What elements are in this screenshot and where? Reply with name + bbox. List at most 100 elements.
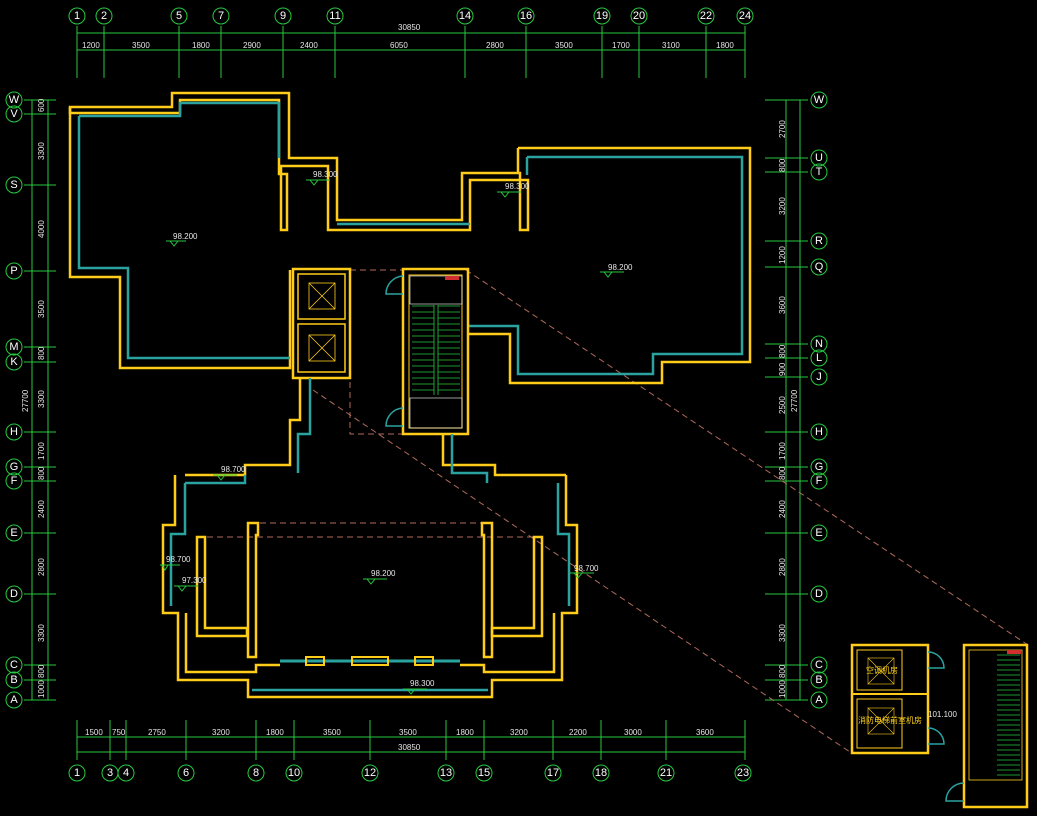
axis-bubble-left[interactable]: B bbox=[5, 671, 23, 689]
level-marker-label: 98.300 bbox=[313, 170, 338, 179]
elevator-core[interactable] bbox=[291, 267, 352, 380]
axis-bubble-top[interactable]: 16 bbox=[517, 7, 535, 25]
axis-bubble-right[interactable]: A bbox=[810, 691, 828, 709]
stair-tread-group bbox=[997, 654, 1020, 776]
axis-bubble-left[interactable]: V bbox=[5, 105, 23, 123]
axis-bubble-bottom[interactable]: 23 bbox=[734, 764, 752, 782]
axis-bubble-top[interactable]: 11 bbox=[326, 7, 344, 25]
axis-bubble-label: 16 bbox=[520, 10, 532, 22]
axis-bubble-left[interactable]: C bbox=[5, 656, 23, 674]
axis-bubble-top[interactable]: 2 bbox=[95, 7, 113, 25]
axis-bubble-left[interactable]: F bbox=[5, 472, 23, 490]
axis-bubble-right[interactable]: R bbox=[810, 232, 828, 250]
axis-bubble-top[interactable]: 19 bbox=[593, 7, 611, 25]
axis-bubble-left[interactable]: K bbox=[5, 353, 23, 371]
axis-bubble-label: 7 bbox=[218, 10, 224, 22]
axis-bubble-bottom[interactable]: 17 bbox=[544, 764, 562, 782]
axis-bubble-right[interactable]: G bbox=[810, 458, 828, 476]
axis-bubble-bottom[interactable]: 21 bbox=[657, 764, 675, 782]
axis-bubble-left[interactable]: D bbox=[5, 585, 23, 603]
axis-bubble-label: A bbox=[10, 694, 18, 706]
axis-bubble-top[interactable]: 9 bbox=[274, 7, 292, 25]
axis-bubble-top[interactable]: 24 bbox=[736, 7, 754, 25]
axis-bubble-bottom[interactable]: 18 bbox=[592, 764, 610, 782]
left-dim-label: 1700 bbox=[37, 442, 46, 460]
top-dim-label: 1200 bbox=[82, 41, 100, 50]
axis-bubble-top[interactable]: 22 bbox=[697, 7, 715, 25]
axis-bubble-bottom[interactable]: 15 bbox=[475, 764, 493, 782]
door-swing-icon[interactable] bbox=[927, 651, 945, 669]
door-swing-icon[interactable] bbox=[385, 275, 404, 295]
axis-bubble-right[interactable]: F bbox=[810, 472, 828, 490]
axis-bubble-right[interactable]: L bbox=[810, 349, 828, 367]
axis-bubble-right[interactable]: T bbox=[810, 163, 828, 181]
axis-bubble-label: H bbox=[815, 426, 823, 438]
axis-bubble-top[interactable]: 5 bbox=[170, 7, 188, 25]
level-marker-label: 97.300 bbox=[182, 576, 207, 585]
axis-bubble-label: 12 bbox=[364, 767, 376, 779]
axis-bubble-bottom[interactable]: 6 bbox=[177, 764, 195, 782]
right-axis-bubbles[interactable]: W U T R Q N L J H G F E D C B A bbox=[810, 91, 828, 709]
stair-tread-group bbox=[438, 305, 460, 391]
axis-bubble-bottom[interactable]: 10 bbox=[285, 764, 303, 782]
building-block-south[interactable] bbox=[161, 475, 579, 699]
axis-bubble-right[interactable]: C bbox=[810, 656, 828, 674]
axis-bubble-label: H bbox=[10, 426, 18, 438]
top-axis-bubbles[interactable]: 1 2 5 7 9 11 14 16 19 20 22 24 bbox=[68, 7, 754, 25]
detail-outer-wall bbox=[850, 643, 930, 755]
axis-bubble-left[interactable]: A bbox=[5, 691, 23, 709]
axis-bubble-left[interactable]: M bbox=[5, 338, 23, 356]
axis-bubble-bottom[interactable]: 8 bbox=[247, 764, 265, 782]
right-dim-label: 3600 bbox=[778, 296, 787, 314]
axis-bubble-top[interactable]: 1 bbox=[68, 7, 86, 25]
door-swing-icon[interactable] bbox=[927, 727, 945, 745]
axis-bubble-right[interactable]: U bbox=[810, 149, 828, 167]
top-dim-label: 3100 bbox=[662, 41, 680, 50]
axis-bubble-label: W bbox=[814, 94, 825, 106]
axis-bubble-bottom[interactable]: 1 bbox=[68, 764, 86, 782]
axis-bubble-bottom[interactable]: 4 bbox=[117, 764, 135, 782]
building-block-northeast[interactable] bbox=[468, 146, 752, 385]
stairwell[interactable] bbox=[385, 267, 470, 436]
left-axis-bubbles[interactable]: W V S P M K H G F E D C B A bbox=[5, 91, 23, 709]
right-dim-label: 3200 bbox=[778, 197, 787, 215]
axis-bubble-left[interactable]: G bbox=[5, 458, 23, 476]
axis-bubble-label: K bbox=[10, 356, 18, 368]
axis-bubble-right[interactable]: W bbox=[810, 91, 828, 109]
axis-bubble-left[interactable]: E bbox=[5, 524, 23, 542]
right-dim-label: 2400 bbox=[778, 500, 787, 518]
top-dim-label: 6050 bbox=[390, 41, 408, 50]
axis-bubble-bottom[interactable]: 12 bbox=[361, 764, 379, 782]
right-dim-label: 3300 bbox=[778, 624, 787, 642]
detail-elevator-rooms[interactable]: 空调机房 消防电梯前室机房 101.100 bbox=[850, 643, 1029, 809]
level-marker: 98.700 bbox=[570, 564, 599, 579]
axis-bubble-right[interactable]: D bbox=[810, 585, 828, 603]
bottom-dim-label: 3600 bbox=[696, 728, 714, 737]
axis-bubble-right[interactable]: J bbox=[810, 368, 828, 386]
axis-bubble-right[interactable]: Q bbox=[810, 258, 828, 276]
axis-bubble-right[interactable]: B bbox=[810, 671, 828, 689]
building-block-northwest[interactable] bbox=[68, 91, 530, 370]
axis-bubble-top[interactable]: 20 bbox=[630, 7, 648, 25]
bottom-axis-bubbles[interactable]: 1 3 4 6 8 10 12 13 15 17 18 21 23 bbox=[68, 764, 752, 782]
axis-bubble-top[interactable]: 14 bbox=[456, 7, 474, 25]
axis-bubble-right[interactable]: N bbox=[810, 335, 828, 353]
axis-bubble-left[interactable]: P bbox=[5, 262, 23, 280]
right-dim-label: 800 bbox=[778, 466, 787, 480]
axis-bubble-left[interactable]: W bbox=[5, 91, 23, 109]
axis-bubble-right[interactable]: H bbox=[810, 423, 828, 441]
detail-leader-lines bbox=[197, 269, 1029, 753]
axis-bubble-left[interactable]: H bbox=[5, 423, 23, 441]
axis-bubble-right[interactable]: E bbox=[810, 524, 828, 542]
bottom-dim-label: 1800 bbox=[456, 728, 474, 737]
top-dim-label: 1800 bbox=[192, 41, 210, 50]
door-swing-icon[interactable] bbox=[385, 407, 404, 427]
door-swing-icon[interactable] bbox=[945, 782, 965, 802]
axis-bubble-left[interactable]: S bbox=[5, 176, 23, 194]
axis-bubble-bottom[interactable]: 13 bbox=[437, 764, 455, 782]
axis-bubble-top[interactable]: 7 bbox=[212, 7, 230, 25]
axis-bubble-bottom[interactable]: 3 bbox=[101, 764, 119, 782]
axis-bubble-label: U bbox=[815, 152, 823, 164]
